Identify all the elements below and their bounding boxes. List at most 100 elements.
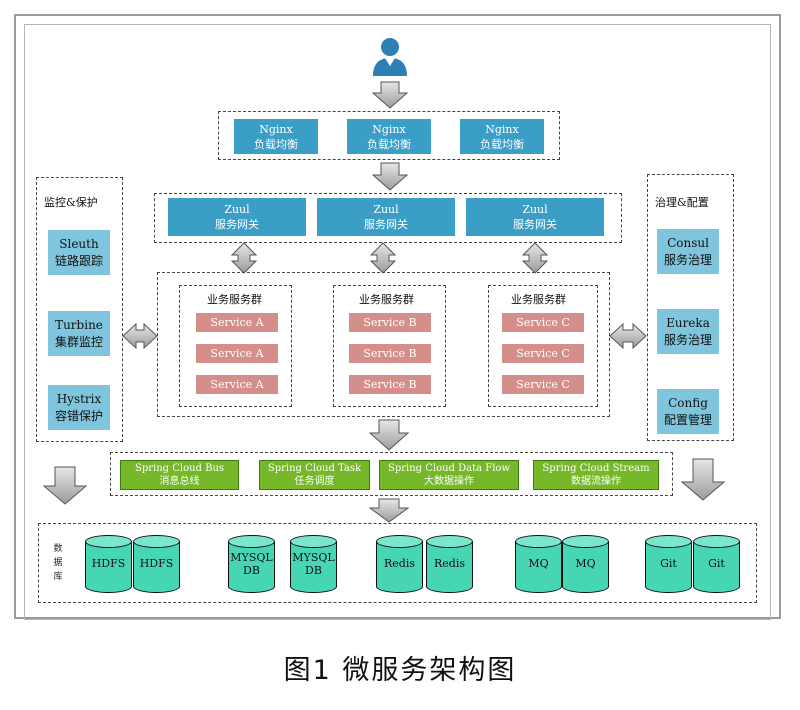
tile-desc: 容错保护 xyxy=(54,408,103,423)
db-label: Git xyxy=(660,557,677,570)
db-cylinder-mq-1: MQ xyxy=(515,535,562,593)
service-box: Service A xyxy=(196,375,278,394)
service-box: Service B xyxy=(349,344,431,363)
tile-desc: 配置管理 xyxy=(663,412,712,427)
service-box: Service A xyxy=(196,344,278,363)
service-group-a xyxy=(179,285,292,407)
service-group-title: 业务服务群 xyxy=(511,293,566,306)
spring-desc: 数据流操作 xyxy=(571,476,621,487)
tile-desc: 链路跟踪 xyxy=(54,253,103,268)
nginx-desc: 负载均衡 xyxy=(254,137,298,151)
spring-cloud-group xyxy=(110,452,673,496)
nginx-name: Nginx xyxy=(485,122,519,136)
double-arrow-vertical-icon xyxy=(230,242,258,274)
db-label-line2: DB xyxy=(243,564,260,577)
governance-tile-consul: Consul 服务治理 xyxy=(657,229,719,274)
double-arrow-vertical-icon xyxy=(521,242,549,274)
arrow-down-icon xyxy=(368,419,410,451)
zuul-desc: 服务网关 xyxy=(513,218,557,231)
tile-desc: 服务治理 xyxy=(663,332,712,347)
tile-name: Consul xyxy=(667,235,709,250)
db-label-line2: DB xyxy=(305,564,322,577)
db-cylinder-redis-2: Redis xyxy=(426,535,473,593)
nginx-box-2: Nginx 负载均衡 xyxy=(347,119,431,154)
service-box: Service B xyxy=(349,375,431,394)
monitor-group xyxy=(36,177,123,442)
governance-title: 治理&配置 xyxy=(655,196,709,209)
service-box: Service C xyxy=(502,375,584,394)
zuul-box-2: Zuul 服务网关 xyxy=(317,198,455,236)
governance-tile-config: Config 配置管理 xyxy=(657,389,719,434)
nginx-box-3: Nginx 负载均衡 xyxy=(460,119,544,154)
service-group-b xyxy=(333,285,446,407)
spring-box-bus: Spring Cloud Bus 消息总线 xyxy=(120,460,239,490)
diagram-inner-frame xyxy=(24,24,771,620)
db-cylinder-hdfs-2: HDFS xyxy=(133,535,180,593)
monitor-tile-sleuth: Sleuth 链路跟踪 xyxy=(48,230,110,275)
spring-name: Spring Cloud Task xyxy=(267,463,362,474)
double-arrow-horizontal-icon xyxy=(609,322,647,350)
spring-box-task: Spring Cloud Task 任务调度 xyxy=(259,460,370,490)
tile-desc: 集群监控 xyxy=(54,334,103,349)
db-label: Redis xyxy=(384,557,415,570)
db-label: HDFS xyxy=(139,557,174,570)
service-box: Service C xyxy=(502,313,584,332)
tile-name: Config xyxy=(668,395,708,410)
nginx-group xyxy=(218,111,560,160)
service-group-title: 业务服务群 xyxy=(207,293,262,306)
zuul-group xyxy=(154,193,622,243)
double-arrow-horizontal-icon xyxy=(122,322,158,350)
governance-group xyxy=(647,174,734,441)
zuul-name: Zuul xyxy=(224,203,250,216)
arrow-down-icon xyxy=(371,81,409,109)
monitor-title: 监控&保护 xyxy=(44,196,98,209)
spring-name: Spring Cloud Stream xyxy=(542,463,650,474)
figure-caption: 图1 微服务架构图 xyxy=(283,655,517,686)
governance-tile-eureka: Eureka 服务治理 xyxy=(657,309,719,354)
service-box: Service B xyxy=(349,313,431,332)
storage-label: 数据库 xyxy=(53,544,63,582)
arrow-down-icon xyxy=(368,498,410,523)
db-label: MQ xyxy=(575,557,596,570)
zuul-desc: 服务网关 xyxy=(215,218,259,231)
db-cylinder-redis-1: Redis xyxy=(376,535,423,593)
arrow-down-icon xyxy=(42,466,88,505)
tile-name: Sleuth xyxy=(59,236,99,251)
zuul-box-1: Zuul 服务网关 xyxy=(168,198,306,236)
nginx-desc: 负载均衡 xyxy=(367,137,411,151)
arrow-down-icon xyxy=(680,458,726,501)
nginx-name: Nginx xyxy=(372,122,406,136)
db-cylinder-mq-2: MQ xyxy=(562,535,609,593)
storage-group xyxy=(38,523,757,603)
spring-box-stream: Spring Cloud Stream 数据流操作 xyxy=(533,460,659,490)
db-cylinder-git-1: Git xyxy=(645,535,692,593)
db-label: MQ xyxy=(528,557,549,570)
db-cylinder-hdfs-1: HDFS xyxy=(85,535,132,593)
zuul-desc: 服务网关 xyxy=(364,218,408,231)
db-label: Git xyxy=(708,557,725,570)
arrow-down-icon xyxy=(371,162,409,191)
service-group-c xyxy=(488,285,598,407)
zuul-name: Zuul xyxy=(522,203,548,216)
nginx-box-1: Nginx 负载均衡 xyxy=(234,119,318,154)
zuul-name: Zuul xyxy=(373,203,399,216)
db-label: Redis xyxy=(434,557,465,570)
monitor-tile-hystrix: Hystrix 容错保护 xyxy=(48,385,110,430)
db-label: HDFS xyxy=(91,557,126,570)
spring-desc: 大数据操作 xyxy=(424,476,474,487)
service-box: Service C xyxy=(502,344,584,363)
nginx-desc: 负载均衡 xyxy=(480,137,524,151)
tile-desc: 服务治理 xyxy=(663,252,712,267)
spring-desc: 消息总线 xyxy=(159,476,200,487)
spring-name: Spring Cloud Data Flow xyxy=(388,463,510,474)
monitor-tile-turbine: Turbine 集群监控 xyxy=(48,311,110,356)
db-label: MYSQL xyxy=(230,551,273,564)
double-arrow-vertical-icon xyxy=(369,242,397,274)
user-icon xyxy=(373,38,407,76)
db-label: MYSQL xyxy=(292,551,335,564)
db-cylinder-git-2: Git xyxy=(693,535,740,593)
nginx-name: Nginx xyxy=(259,122,293,136)
